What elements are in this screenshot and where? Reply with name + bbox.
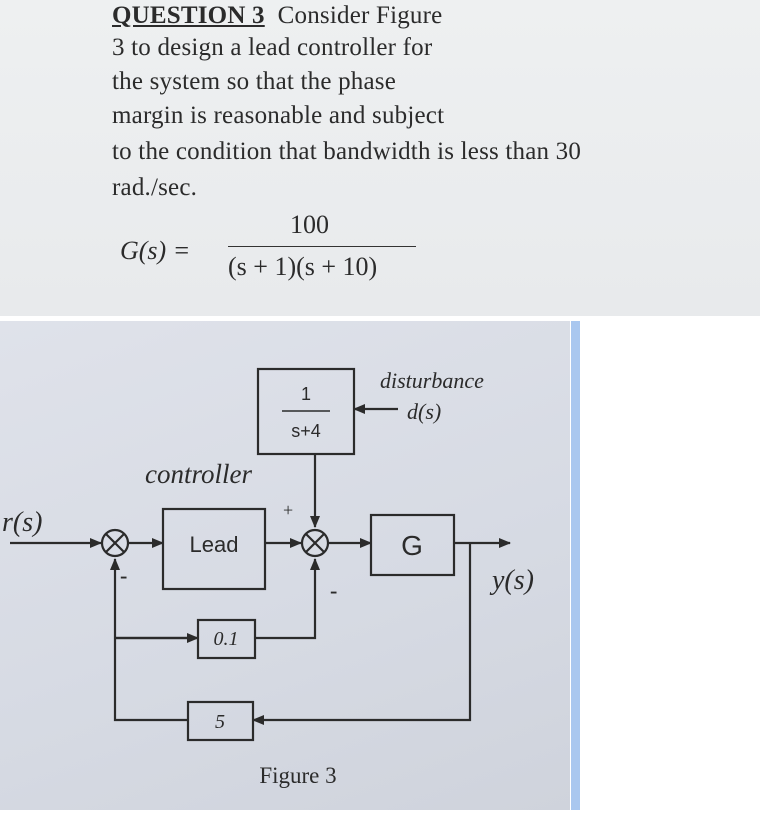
figure-caption: Figure 3	[259, 763, 336, 788]
question-title: QUESTION 3	[112, 2, 265, 29]
question-text-line-2: 3 to design a lead controller for	[112, 34, 433, 61]
formula-lhs: G(s) =	[120, 236, 191, 265]
sum1-minus-sign: -	[120, 563, 127, 588]
sum2-plus-sign: +	[283, 500, 293, 520]
output-label: y(s)	[489, 565, 534, 596]
formula-numerator: 100	[290, 210, 329, 239]
summing-junction-1	[100, 528, 130, 558]
disturbance-numerator: 1	[301, 384, 311, 404]
question-first-line: QUESTION 3 Consider Figure	[112, 2, 442, 30]
controller-label: controller	[145, 459, 252, 489]
disturbance-label: disturbance	[380, 368, 484, 393]
disturbance-signal-label: d(s)	[407, 399, 441, 424]
block-diagram: r(s) y(s) controller Lead G 1 s+4 distur…	[2, 367, 534, 788]
lead-block-label: Lead	[190, 532, 239, 557]
outer-feedback-to-sum1-line	[110, 558, 188, 722]
question-text-line-5: to the condition that bandwidth is less …	[112, 138, 582, 165]
inner-feedback-block	[196, 618, 257, 660]
question-text-line-3: the system so that the phase	[112, 68, 397, 95]
inner-feedback-gain: 0.1	[214, 628, 239, 650]
plant-block-label: G	[401, 530, 423, 561]
inner-feedback-to-sum2-line	[255, 558, 320, 640]
formula-denominator: (s + 1)(s + 10)	[228, 252, 378, 281]
question-text-line-4: margin is reasonable and subject	[112, 102, 445, 129]
outer-feedback-return-line	[252, 543, 472, 725]
outer-feedback-gain: 5	[215, 711, 225, 733]
question-text-line-1: Consider Figure	[277, 2, 443, 29]
question-text-line-6: rad./sec.	[112, 174, 198, 201]
summing-junction-2	[300, 528, 330, 558]
block-diagram-panel: r(s) y(s) controller Lead G 1 s+4 distur…	[0, 321, 570, 810]
sum2-minus-sign: -	[330, 578, 337, 603]
outer-feedback-block	[186, 700, 255, 742]
formula-fraction-bar	[228, 246, 416, 247]
disturbance-block	[256, 367, 356, 456]
scrollbar[interactable]	[571, 321, 580, 810]
input-label: r(s)	[2, 507, 42, 538]
disturbance-denominator: s+4	[291, 421, 321, 441]
lead-block	[161, 507, 267, 591]
transfer-function-formula: G(s) = 100 (s + 1)(s + 10)	[120, 210, 420, 304]
plant-block	[369, 513, 456, 577]
question-panel: QUESTION 3 Consider Figure 3 to design a…	[0, 0, 760, 316]
